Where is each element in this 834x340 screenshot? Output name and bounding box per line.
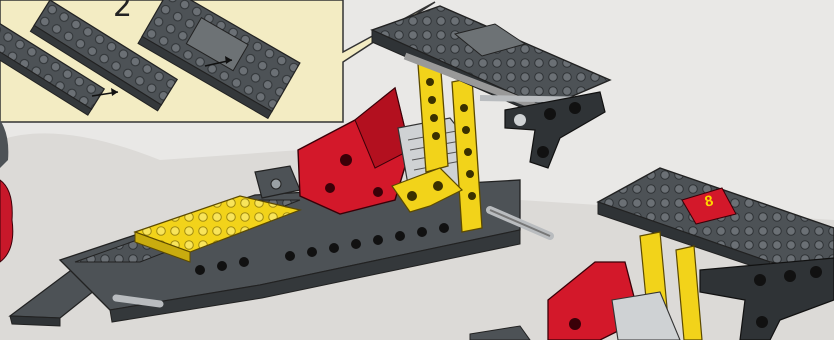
step-number: 2 xyxy=(113,0,132,22)
